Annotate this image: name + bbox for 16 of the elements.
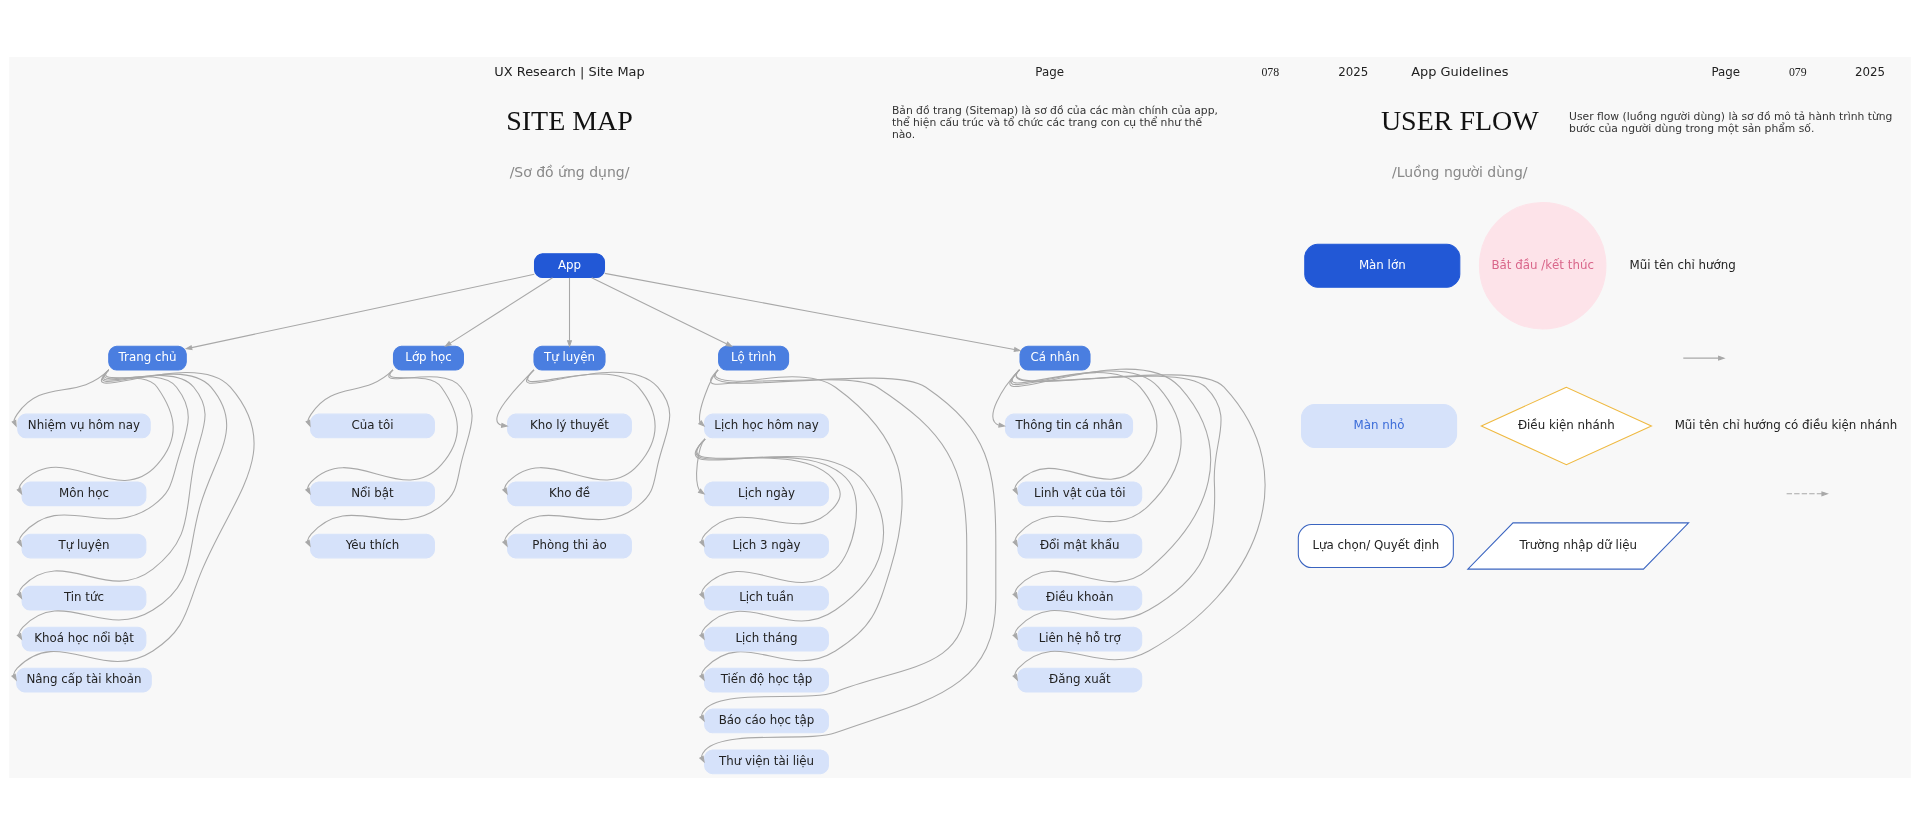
label: 079 <box>1788 64 1807 79</box>
label: Page <box>1711 64 1741 79</box>
label: /Luồng người dùng/ <box>1392 163 1528 180</box>
label: 078 <box>1261 64 1280 79</box>
label: USER FLOW <box>1380 104 1539 136</box>
label: /Sơ đồ ứng dụng/ <box>509 163 630 180</box>
label: Page <box>1035 64 1064 79</box>
label: 2025 <box>1854 64 1886 79</box>
label: User flow (luồng người dùng) là sơ đồ mô tả hành trình từng bước của người dùng trong một sản phẩm số. <box>1569 109 1893 135</box>
label: 2025 <box>1338 64 1369 79</box>
label: SITE MAP <box>506 104 633 136</box>
legend-label: Mũi tên chỉ hướng có điều kiện nhánh <box>1674 417 1898 432</box>
label: App Guidelines <box>1411 63 1509 79</box>
legend-label: Mũi tên chỉ hướng <box>1629 257 1736 272</box>
label: Bản đồ trang (Sitemap) là sơ đồ của các màn chính của app, thể hiện cấu trúc và tổ chức các trang con cụ thể như thế nào. <box>891 103 1218 141</box>
label: UX Research | Site Map <box>494 63 645 79</box>
